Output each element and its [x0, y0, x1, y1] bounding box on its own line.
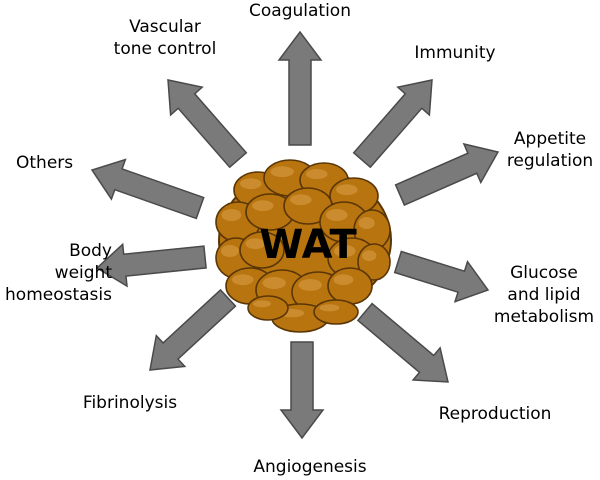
fat-cell: [327, 267, 373, 305]
fat-cell-highlight: [333, 274, 354, 286]
arrow-to-coagulation: [277, 30, 323, 146]
fat-cell-highlight: [298, 279, 322, 291]
fat-cell-highlight: [306, 168, 328, 180]
arrow-to-reproduction: [356, 302, 449, 383]
label-body-weight-homeostasis: Body weight homeostasis: [5, 241, 112, 305]
arrow-to-body-weight: [95, 242, 207, 288]
fat-cell-highlight: [245, 238, 266, 250]
arrow-to-appetite: [394, 142, 500, 207]
fat-cell-highlight: [362, 250, 377, 262]
fat-cell-highlight: [270, 166, 294, 178]
fat-cell-highlight: [262, 277, 286, 289]
arrow-to-angiogenesis: [279, 341, 325, 440]
wat-cluster: [215, 159, 392, 333]
fat-cell-highlight: [240, 178, 262, 190]
wat-label: WAT: [259, 222, 357, 268]
fat-cell-highlight: [326, 209, 348, 221]
arrow-to-glucose: [393, 250, 490, 303]
fat-cell-highlight: [232, 274, 254, 286]
arrows-group: [90, 30, 500, 440]
fat-cell: [247, 295, 289, 321]
label-coagulation: Coagulation: [249, 1, 351, 21]
fat-cell-highlight: [221, 209, 242, 221]
fat-cell-highlight: [319, 304, 340, 312]
fat-cell-highlight: [290, 194, 312, 206]
arrow-to-immunity: [352, 79, 433, 169]
label-immunity: Immunity: [414, 43, 496, 63]
label-fibrinolysis: Fibrinolysis: [82, 393, 178, 413]
arrow-to-others: [90, 158, 205, 220]
fat-cell-highlight: [336, 184, 358, 196]
fat-cell-highlight: [253, 300, 271, 308]
label-appetite-regulation: Appetite regulation: [506, 129, 594, 171]
fat-cell: [313, 299, 359, 325]
arrow-to-fibrinolysis: [149, 288, 237, 371]
fat-cell-highlight: [251, 200, 274, 212]
label-angiogenesis: Angiogenesis: [253, 457, 367, 477]
label-vascular-tone-control: Vascular tone control: [113, 17, 217, 59]
label-reproduction: Reproduction: [438, 404, 552, 424]
label-others: Others: [16, 153, 74, 173]
arrow-to-vascular: [167, 79, 248, 169]
fat-cell-highlight: [334, 245, 356, 257]
label-glucose-lipid-metabolism: Glucose and lipid metabolism: [493, 263, 595, 327]
fat-cell-highlight: [358, 217, 375, 229]
fat-cell-highlight: [221, 245, 239, 257]
